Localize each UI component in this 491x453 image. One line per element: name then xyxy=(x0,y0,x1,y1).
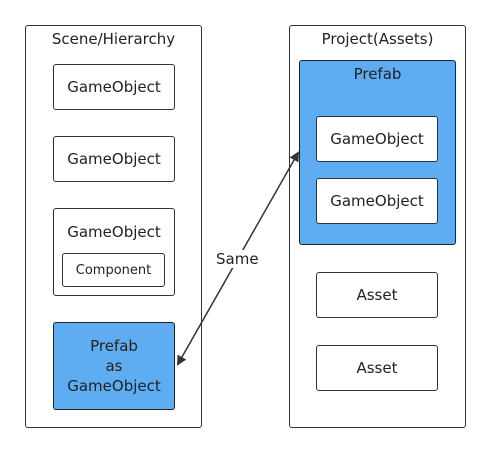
prefab-instance-box[interactable]: Prefab as GameObject xyxy=(53,322,175,410)
prefab-asset-title: Prefab xyxy=(353,65,402,83)
prefab-instance-line3: GameObject xyxy=(67,377,161,395)
scene-hierarchy-title: Scene/Hierarchy xyxy=(51,30,176,48)
scene-gameobject-1[interactable]: GameObject xyxy=(53,64,175,110)
prefab-instance-line1: Prefab xyxy=(90,337,138,355)
prefab-child-gameobject-2[interactable]: GameObject xyxy=(316,178,438,224)
asset-box-1[interactable]: Asset xyxy=(316,272,438,318)
scene-gameobject-with-component[interactable]: GameObject Component xyxy=(53,208,175,296)
prefab-child-gameobject-1[interactable]: GameObject xyxy=(316,116,438,162)
same-connector-label: Same xyxy=(214,250,261,268)
scene-gameobject-3-label: GameObject xyxy=(67,223,161,241)
component-box[interactable]: Component xyxy=(62,253,165,287)
project-assets-title: Project(Assets) xyxy=(321,30,434,48)
prefab-instance-line2: as xyxy=(105,357,123,375)
scene-gameobject-2[interactable]: GameObject xyxy=(53,136,175,182)
asset-box-2[interactable]: Asset xyxy=(316,345,438,391)
